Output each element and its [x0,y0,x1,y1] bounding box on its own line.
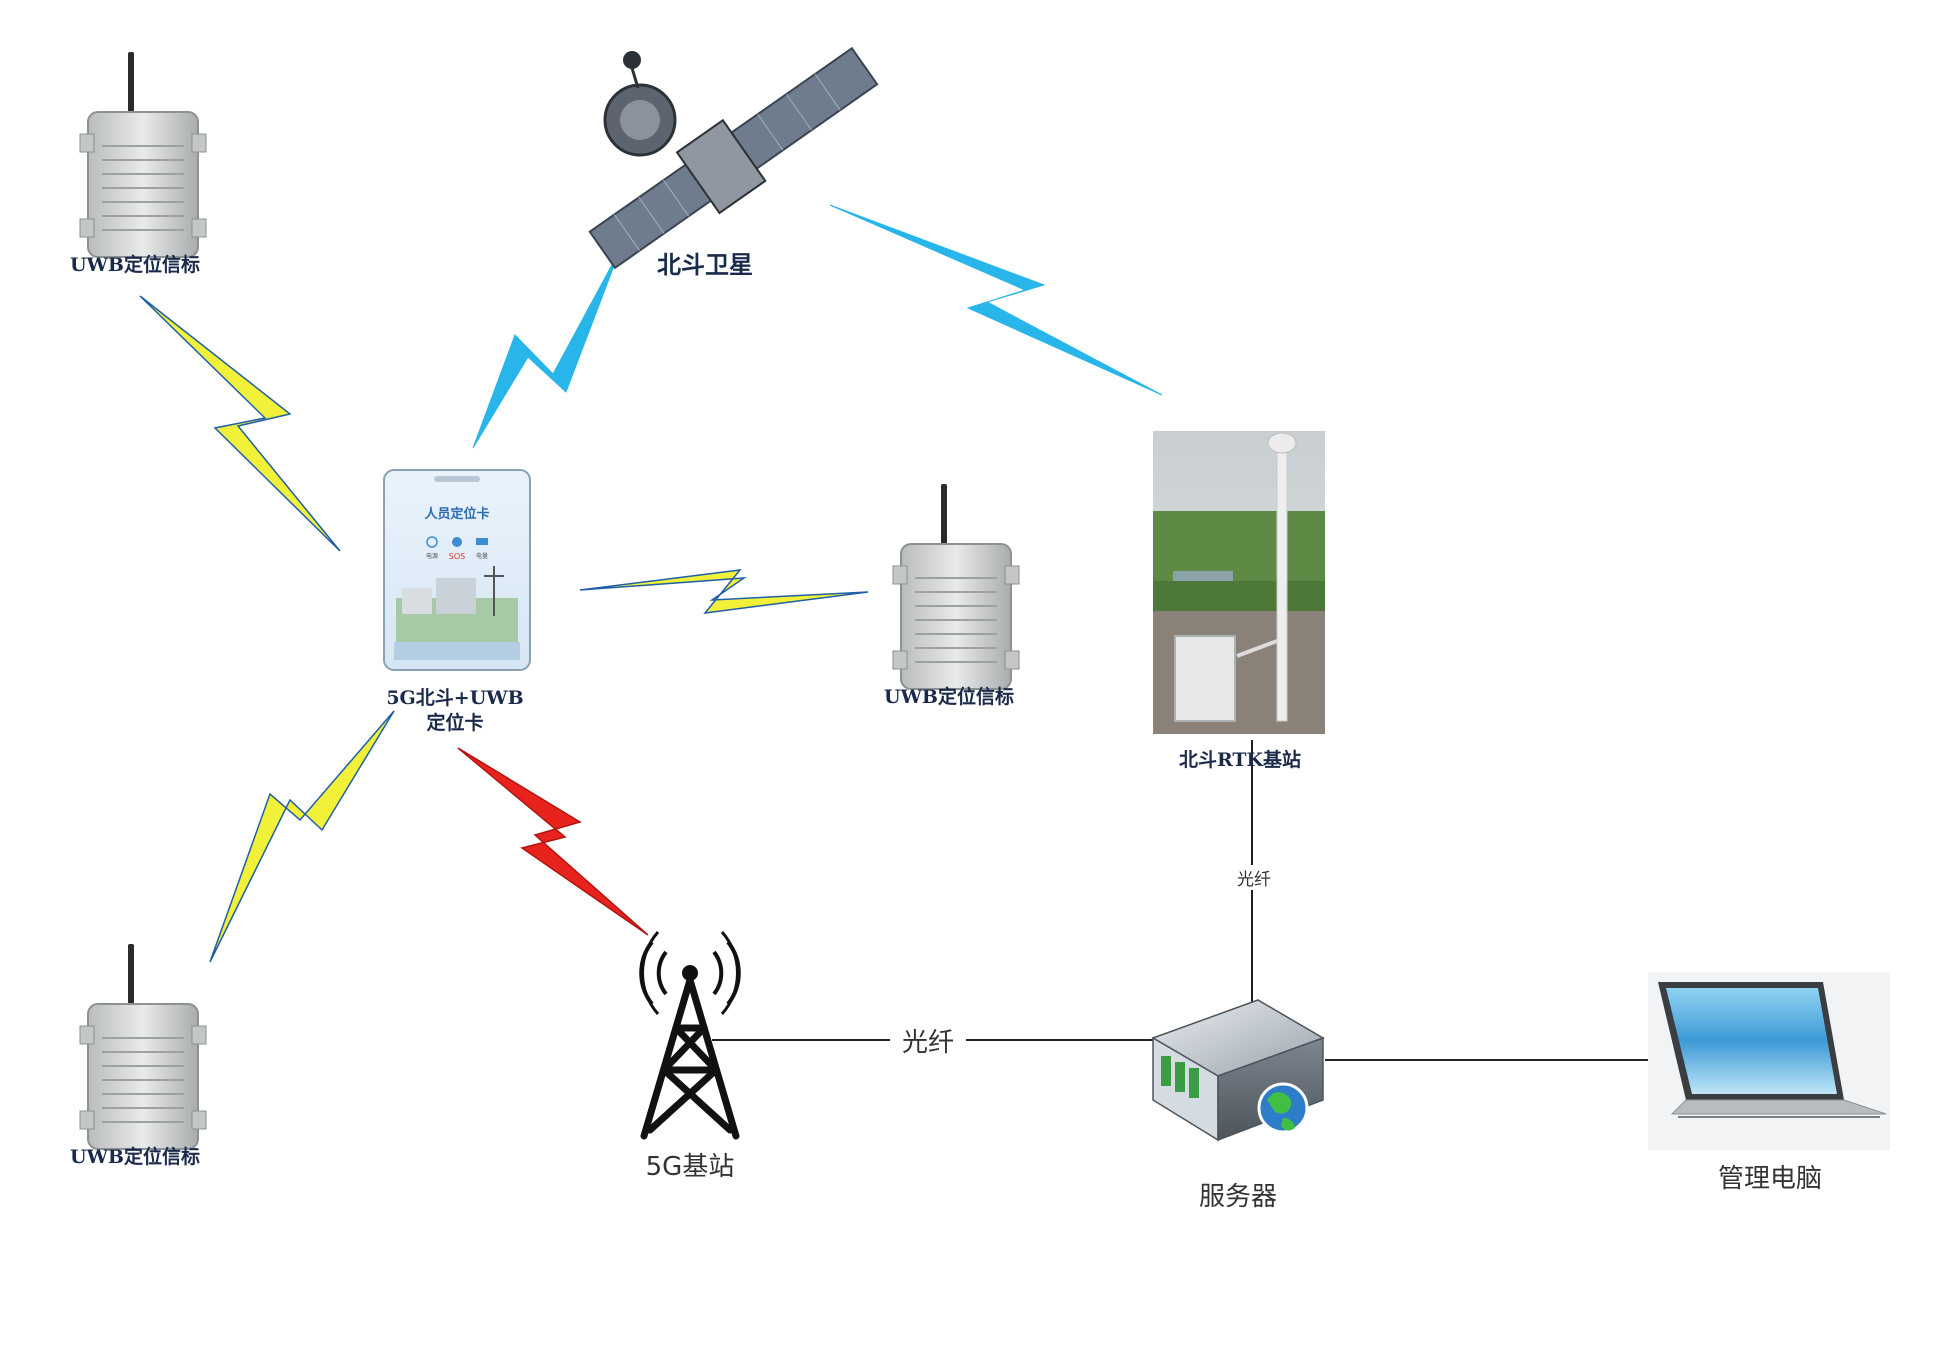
positioning-card-icon: 人员定位卡 电源 SOS 电量 [383,469,531,671]
wireless-link-card-beacon-bottom-yellow [209,710,395,963]
wireless-link-beacon-card-yellow [139,295,341,552]
fiber-label-rtk-server: 光纤 [1230,865,1278,890]
card-label-line1: 5G北斗+UWB [386,687,524,709]
rtk-station-label: 北斗RTK基站 [1178,749,1302,771]
card-label-line2: 定位卡 [426,712,484,734]
uwb-beacon-icon [79,51,207,258]
uwb-beacon-label-top-left: UWB定位信标 [70,254,200,276]
fiber-label-tower-server: 光纤 [890,1022,966,1059]
wireless-link-satellite-card-blue [472,249,621,449]
card-status-battery: 电量 [476,552,488,560]
card-title-text: 人员定位卡 [424,506,489,522]
uwb-beacon-label-bottom-left: UWB定位信标 [70,1146,200,1168]
uwb-beacon-label-middle: UWB定位信标 [884,686,1014,708]
rtk-base-station-icon [1153,431,1325,734]
pc-label: 管理电脑 [1717,1164,1822,1194]
uwb-beacon-icon [79,943,207,1150]
server-label: 服务器 [1198,1182,1277,1212]
card-status-sos: SOS [449,552,465,561]
wireless-link-card-beacon-yellow [579,569,869,614]
card-status-power: 电源 [426,552,438,560]
cell-tower-icon [639,931,741,1140]
wireless-link-satellite-rtk-blue [829,204,1163,396]
server-icon [1151,999,1325,1142]
uwb-beacon-icon [892,483,1020,690]
wireless-link-card-tower-red [457,747,649,936]
tower-5g-label: 5G基站 [645,1152,735,1182]
laptop-icon [1648,972,1890,1150]
satellite-label: 北斗卫星 [657,250,753,279]
satellite-icon [588,46,879,270]
